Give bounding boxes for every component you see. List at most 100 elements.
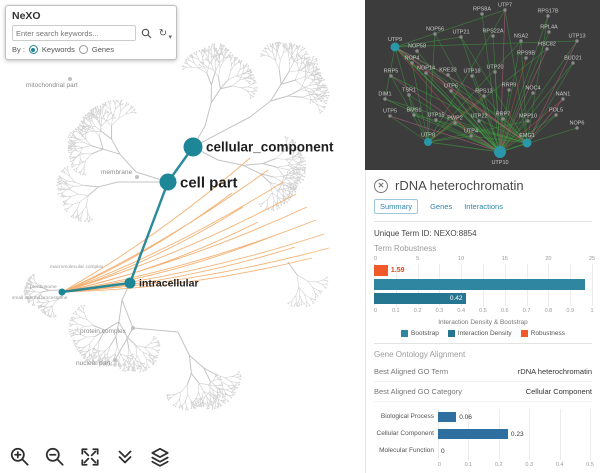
tab-summary[interactable]: Summary [374,199,419,214]
gene-label: NOP56 [426,27,444,33]
gene-node-RRP5[interactable] [389,74,393,78]
tab-interactions[interactable]: Interactions [464,202,503,211]
gene-label: UTP15 [427,113,444,119]
gene-node-RPS9B[interactable] [524,56,528,60]
top-axis-tick: 10 [458,256,465,262]
gene-node-EMG1[interactable] [522,138,532,148]
bar-cellular-component [438,429,508,439]
gene-node-BUD21[interactable] [571,61,575,65]
gene-label: UTP8 [421,133,435,139]
graph-small-label: nuclear part [76,360,111,367]
gene-node-RPS8A[interactable] [480,12,484,16]
gene-label: UTP21 [452,30,469,36]
gene-label: RPL4A [540,25,558,31]
gene-label: NOP14 [417,66,435,72]
graph-minor-node[interactable] [113,358,117,362]
gene-node-RRP9[interactable] [507,88,511,92]
gene-node-UTP7[interactable] [503,8,507,12]
top-axis-tick: 25 [588,256,596,262]
search-input[interactable] [12,25,136,41]
highlight-path [60,145,195,294]
gene-node-RPS22A[interactable] [491,34,495,38]
refresh-icon[interactable]: ↻ [156,26,170,40]
gene-node-RPS13[interactable] [482,94,486,98]
gene-label: RPS9B [517,51,535,57]
gene-node-HSC82[interactable] [545,47,549,51]
gene-node-RRP7[interactable] [501,117,505,121]
gene-node-NOP56[interactable] [433,32,437,36]
gene-node-UTP6[interactable] [449,89,453,93]
layers-button[interactable] [148,445,172,469]
zoom-out-button[interactable] [43,445,67,469]
gene-node-NAN1[interactable] [561,97,565,101]
gene-label: BMS1 [407,108,422,114]
graph-node-intracellular[interactable] [124,277,136,289]
graph-node-selected-hub[interactable] [58,288,66,296]
graph-node-cell-part[interactable] [159,173,177,191]
close-icon[interactable]: ✕ [374,178,388,193]
gene-label: EMG1 [519,133,535,139]
gene-label: UTP10 [491,160,508,166]
gene-node-UTP8[interactable] [424,138,432,146]
top-axis-tick: 15 [501,256,508,262]
gene-node-UTP5[interactable] [388,114,392,118]
gene-node-PWP2[interactable] [453,121,457,125]
gene-node-TSR1[interactable] [407,93,411,97]
radio-genes[interactable] [78,45,88,54]
gene-node-UTP21[interactable] [459,35,463,39]
gene-node-KRE33[interactable] [446,73,450,77]
double-chevron-icon [118,450,132,464]
gene-label: UTP9 [388,37,402,43]
graph-small-label: mitochondrial part [26,82,78,89]
gene-node-NOP58[interactable] [415,49,419,53]
graph-minor-node[interactable] [68,77,72,81]
gene-node-NSA2[interactable] [519,39,523,43]
tree-branches [40,70,302,386]
bottom-axis-tick: 0.7 [522,308,531,314]
zoom-in-button[interactable] [8,445,32,469]
gene-node-UTP10[interactable] [494,146,506,158]
gene-label: UTP6 [444,84,458,90]
gene-node-POL5[interactable] [554,113,558,117]
gene-node-NOP6[interactable] [575,126,579,130]
gene-node-UTP20[interactable] [493,70,497,74]
collapse-button[interactable] [113,445,137,469]
gene-node-NOC4[interactable] [531,91,535,95]
legend-label-robustness: Robustness [530,330,565,337]
gene-label: TSR1 [402,88,416,94]
gene-node-UTP4[interactable] [469,134,473,138]
radio-genes-label: Genes [91,45,114,54]
chevron-down-icon[interactable]: ▾ [168,34,172,41]
gene-node-BMS1[interactable] [412,113,416,117]
gene-label: NOP4 [405,56,420,62]
gene-label: RRP9 [502,83,517,89]
radio-keywords[interactable] [28,45,38,54]
tab-genes[interactable]: Genes [430,202,453,211]
graph-node-cellular-component[interactable] [183,137,203,157]
gene-node-NOP4[interactable] [410,61,414,65]
gene-node-DIM1[interactable] [383,97,387,101]
gene-node-MPP10[interactable] [526,119,530,123]
fit-to-screen-button[interactable] [78,445,102,469]
gene-node-UTP22[interactable] [477,119,481,123]
graph-minor-node[interactable] [135,175,139,179]
bottom-axis-tick: 0.8 [544,308,553,314]
gene-node-UTP18[interactable] [470,74,474,78]
gene-node-RPS17B[interactable] [546,14,550,18]
search-icon[interactable] [139,26,153,40]
radio-keywords-label: Keywords [41,45,75,54]
zoom-in-icon [10,447,29,466]
gene-label: RRP7 [496,112,511,118]
gene-node-UTP9[interactable] [390,42,400,52]
gene-node-UTP13[interactable] [575,39,579,43]
gene-node-RPL4A[interactable] [547,30,551,34]
gene-node-NOP14[interactable] [424,71,428,75]
graph-minor-node[interactable] [131,326,135,330]
gene-node-UTP15[interactable] [434,118,438,122]
